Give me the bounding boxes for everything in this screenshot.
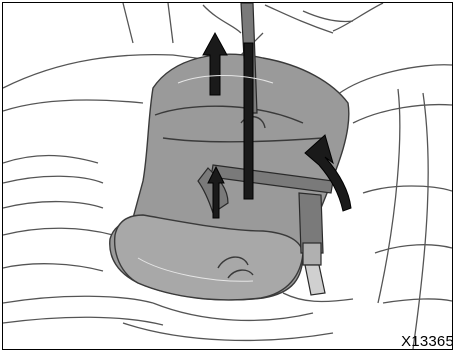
headrest-outline bbox=[203, 5, 241, 33]
belt-pull-arrow-icon bbox=[244, 43, 253, 199]
child-seat-illustration bbox=[3, 3, 452, 349]
illustration-frame: X13365 bbox=[2, 2, 453, 350]
figure-code-label: X13365 bbox=[401, 333, 453, 350]
